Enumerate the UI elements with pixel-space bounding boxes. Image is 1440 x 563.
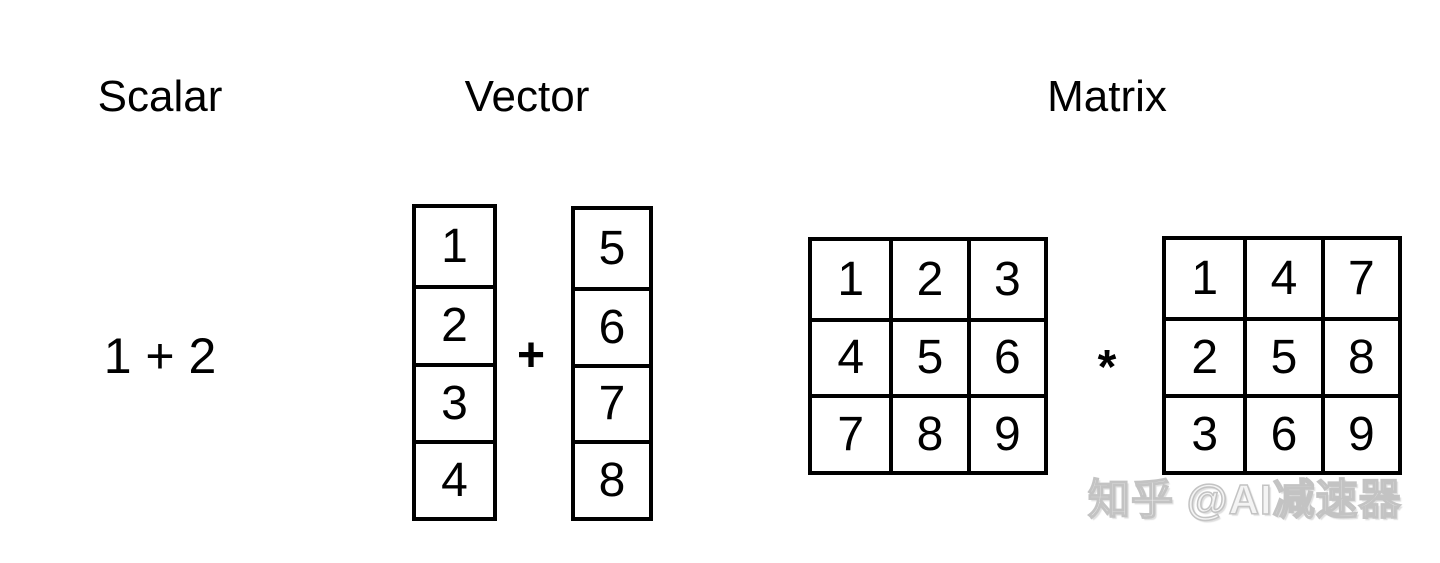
- matrix-right-grid: 1 4 7 2 5 8 3 6 9: [1162, 236, 1402, 475]
- matrix-cell: 3: [966, 241, 1044, 318]
- vector-plus-operator: +: [516, 329, 546, 382]
- matrix-cell: 2: [1166, 317, 1244, 394]
- matrix-cell: 4: [812, 317, 890, 395]
- vector-cell: 5: [598, 221, 626, 275]
- matrix-cell: 1: [1191, 252, 1219, 305]
- matrix-cell: 2: [889, 241, 966, 318]
- matrix-cell: 1: [837, 252, 865, 306]
- vector-cell: 2: [416, 285, 493, 362]
- matrix-cell: 5: [1243, 317, 1321, 394]
- matrix-cell: 9: [1320, 394, 1398, 471]
- matrix-cell: 4: [1243, 240, 1320, 317]
- matrix-cell: 6: [1243, 394, 1321, 471]
- matrix-cell: 8: [889, 394, 967, 471]
- zhihu-watermark: 知乎 @AI减速器: [1087, 475, 1402, 524]
- scalar-expression: 1 + 2: [103, 328, 217, 384]
- vector-cell: 3: [416, 362, 493, 440]
- matrix-heading: Matrix: [1047, 72, 1167, 121]
- matrix-cell: 8: [1320, 317, 1398, 394]
- matrix-multiply-operator: *: [1097, 341, 1117, 394]
- matrix-cell: 5: [889, 317, 967, 395]
- vector-cell: 4: [416, 439, 493, 517]
- vector-cell: 7: [575, 363, 649, 441]
- matrix-cell: 3: [1166, 394, 1244, 471]
- vector-left-column: 1 2 3 4: [412, 204, 497, 521]
- matrix-cell: 9: [966, 394, 1044, 471]
- vector-cell: 6: [575, 286, 649, 364]
- vector-right-column: 5 6 7 8: [571, 206, 653, 521]
- matrix-cell: 7: [812, 394, 890, 471]
- matrix-cell: 6: [966, 317, 1044, 395]
- vector-cell: 8: [575, 440, 649, 517]
- matrix-cell: 7: [1320, 240, 1398, 317]
- vector-heading: Vector: [464, 72, 590, 121]
- vector-cell: 1: [441, 220, 468, 274]
- matrix-left-grid: 1 2 3 4 5 6 7 8 9: [808, 237, 1048, 475]
- scalar-heading: Scalar: [97, 72, 223, 121]
